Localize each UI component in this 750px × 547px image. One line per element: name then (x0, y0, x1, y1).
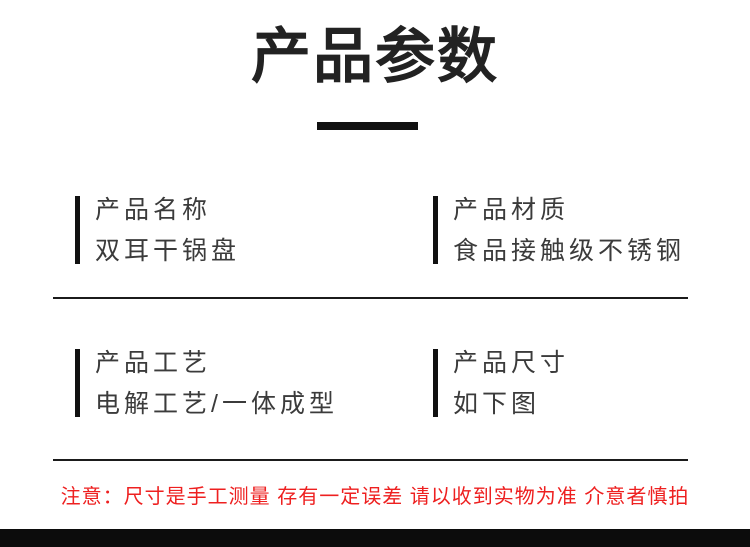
spec-value: 双耳干锅盘 (95, 237, 241, 265)
spec-label: 产品工艺 (95, 349, 212, 377)
spec-label: 产品材质 (453, 196, 570, 224)
spec-item-product-process: 产品工艺 电解工艺/一体成型 (75, 349, 375, 417)
spec-label: 产品尺寸 (453, 349, 570, 377)
spec-value: 电解工艺/一体成型 (95, 390, 338, 418)
title-underline-bar (317, 122, 418, 130)
bottom-black-bar (0, 529, 750, 547)
horizontal-divider (53, 459, 688, 461)
spec-value: 如下图 (453, 390, 541, 418)
spec-item-product-material: 产品材质 食品接触级不锈钢 (433, 196, 733, 264)
measurement-notice-text: 注意：尺寸是手工测量 存有一定误差 请以收到实物为准 介意者慎拍 (60, 486, 690, 508)
horizontal-divider (53, 297, 688, 299)
spec-item-product-name: 产品名称 双耳干锅盘 (75, 196, 375, 264)
spec-item-product-size: 产品尺寸 如下图 (433, 349, 733, 417)
page-title: 产品参数 (251, 23, 499, 90)
spec-value: 食品接触级不锈钢 (453, 237, 686, 265)
spec-label: 产品名称 (95, 196, 212, 224)
